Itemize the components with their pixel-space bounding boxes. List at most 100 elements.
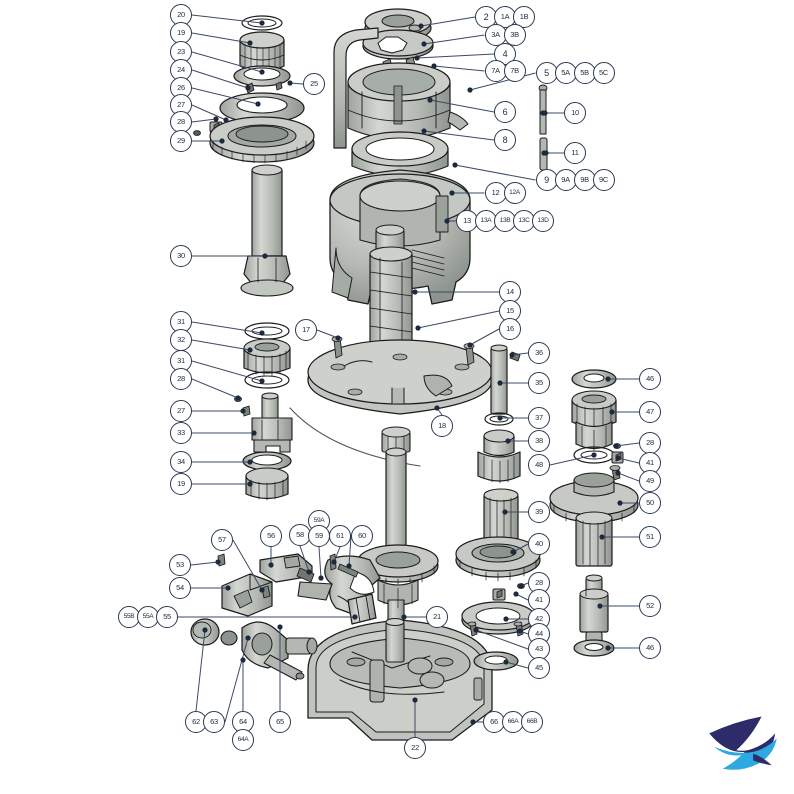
callout-badge-45[interactable]: 45 bbox=[528, 657, 550, 679]
callout-badge-54[interactable]: 54 bbox=[169, 577, 191, 599]
callout-badge-27[interactable]: 27 bbox=[170, 400, 192, 422]
callout-badge-5b[interactable]: 5B bbox=[573, 62, 596, 84]
callout-badge-52[interactable]: 52 bbox=[639, 595, 661, 617]
callout-badge-33[interactable]: 33 bbox=[170, 422, 192, 444]
callout-badge-3a[interactable]: 3A bbox=[484, 24, 507, 46]
callout-badge-5c[interactable]: 5C bbox=[592, 62, 615, 84]
callout-badge-32[interactable]: 32 bbox=[170, 329, 192, 351]
callout-badge-62[interactable]: 62 bbox=[185, 711, 207, 733]
leader-dot-c28c bbox=[518, 583, 524, 589]
callout-badge-17[interactable]: 17 bbox=[295, 319, 317, 341]
callout-badge-55b[interactable]: 55B bbox=[118, 606, 140, 628]
callout-badge-36[interactable]: 36 bbox=[528, 342, 550, 364]
leader-dot-c55 bbox=[352, 614, 358, 620]
callout-badge-59[interactable]: 59 bbox=[308, 525, 330, 547]
callout-badge-11[interactable]: 11 bbox=[564, 142, 586, 164]
leader-dot-c61 bbox=[331, 559, 337, 565]
leader-dot-c38 bbox=[505, 438, 511, 444]
leader-dot-c65 bbox=[277, 624, 283, 630]
leader-dot-c49 bbox=[615, 470, 621, 476]
callout-badge-66a[interactable]: 66A bbox=[502, 711, 524, 733]
leader-dot-c32 bbox=[247, 347, 253, 353]
callout-badge-25[interactable]: 25 bbox=[303, 73, 325, 95]
leader-line-c31a bbox=[191, 321, 263, 334]
leader-dot-c20 bbox=[259, 20, 265, 26]
callout-badge-41[interactable]: 41 bbox=[528, 589, 550, 611]
callout-badge-13d[interactable]: 13D bbox=[532, 210, 554, 232]
callout-badge-46[interactable]: 46 bbox=[639, 637, 661, 659]
callout-badge-53[interactable]: 53 bbox=[169, 554, 191, 576]
callout-badge-37[interactable]: 37 bbox=[528, 407, 550, 429]
leader-dot-c46b bbox=[605, 645, 611, 651]
leader-dot-c41b bbox=[615, 455, 621, 461]
leader-dot-c24 bbox=[245, 85, 251, 91]
leader-dot-c66 bbox=[470, 719, 476, 725]
callout-badge-21[interactable]: 21 bbox=[426, 606, 448, 628]
leader-dot-c15 bbox=[415, 325, 421, 331]
leader-dot-c19b bbox=[247, 481, 253, 487]
leader-dot-c57 bbox=[259, 587, 265, 593]
callout-badge-66b[interactable]: 66B bbox=[521, 711, 543, 733]
callout-badge-22[interactable]: 22 bbox=[404, 737, 426, 759]
callout-badge-48[interactable]: 48 bbox=[528, 454, 550, 476]
leader-dot-c56 bbox=[268, 562, 274, 568]
leader-line-c24 bbox=[191, 69, 249, 89]
callout-badge-3b[interactable]: 3B bbox=[503, 24, 526, 46]
leader-line-c31b bbox=[191, 360, 263, 382]
callout-badge-61[interactable]: 61 bbox=[329, 525, 351, 547]
callout-badge-39[interactable]: 39 bbox=[528, 501, 550, 523]
callout-badge-23[interactable]: 23 bbox=[170, 41, 192, 63]
leader-line-c28a bbox=[191, 118, 217, 123]
callout-badge-15[interactable]: 15 bbox=[499, 300, 521, 322]
callout-badge-57[interactable]: 57 bbox=[211, 529, 233, 551]
callout-badge-51[interactable]: 51 bbox=[639, 526, 661, 548]
callout-badge-6[interactable]: 6 bbox=[494, 101, 516, 123]
leader-line-c6 bbox=[429, 99, 495, 113]
callout-badge-49[interactable]: 49 bbox=[639, 470, 661, 492]
leader-dot-c46a bbox=[605, 376, 611, 382]
leader-line-c32 bbox=[191, 339, 251, 351]
leader-dot-c31b bbox=[259, 378, 265, 384]
callout-badge-50[interactable]: 50 bbox=[639, 492, 661, 514]
callout-badge-64a[interactable]: 64A bbox=[232, 729, 254, 751]
callout-badge-9c[interactable]: 9C bbox=[592, 169, 615, 191]
callout-badge-47[interactable]: 47 bbox=[639, 401, 661, 423]
callout-badge-34[interactable]: 34 bbox=[170, 451, 192, 473]
callout-badge-65[interactable]: 65 bbox=[269, 711, 291, 733]
leader-dot-c48 bbox=[591, 452, 597, 458]
callout-badge-60[interactable]: 60 bbox=[351, 525, 373, 547]
leader-line-c8 bbox=[423, 130, 495, 141]
callout-badge-63[interactable]: 63 bbox=[203, 711, 225, 733]
callout-badge-18[interactable]: 18 bbox=[431, 415, 453, 437]
callout-badge-12a[interactable]: 12A bbox=[503, 182, 526, 204]
callout-badge-55[interactable]: 55 bbox=[156, 606, 178, 628]
callout-badge-29[interactable]: 29 bbox=[170, 130, 192, 152]
callout-badge-31[interactable]: 31 bbox=[170, 311, 192, 333]
leader-line-c59 bbox=[318, 546, 322, 579]
callout-badge-7b[interactable]: 7B bbox=[503, 60, 526, 82]
leader-line-c36 bbox=[511, 352, 529, 356]
leader-dot-c50 bbox=[617, 500, 623, 506]
callout-badge-38[interactable]: 38 bbox=[528, 430, 550, 452]
callout-badge-16[interactable]: 16 bbox=[499, 318, 521, 340]
callout-badge-35[interactable]: 35 bbox=[528, 372, 550, 394]
leader-dot-c44 bbox=[517, 628, 523, 634]
leader-line-c19a bbox=[191, 32, 251, 44]
swallow-bird-logo bbox=[709, 716, 777, 770]
callout-badge-28[interactable]: 28 bbox=[170, 368, 192, 390]
callout-badge-56[interactable]: 56 bbox=[260, 525, 282, 547]
leader-dot-c31a bbox=[259, 330, 265, 336]
leader-dot-c28a bbox=[213, 116, 219, 122]
callout-badge-40[interactable]: 40 bbox=[528, 533, 550, 555]
callout-badge-28[interactable]: 28 bbox=[639, 432, 661, 454]
callout-badge-30[interactable]: 30 bbox=[170, 245, 192, 267]
leader-dot-c43 bbox=[473, 627, 479, 633]
callout-badge-1b[interactable]: 1B bbox=[513, 6, 535, 28]
callout-badge-46[interactable]: 46 bbox=[639, 368, 661, 390]
callout-badge-19[interactable]: 19 bbox=[170, 473, 192, 495]
callout-badge-10[interactable]: 10 bbox=[564, 102, 586, 124]
leader-line-c23 bbox=[191, 51, 263, 73]
callout-badge-8[interactable]: 8 bbox=[494, 129, 516, 151]
leader-line-c5 bbox=[469, 72, 536, 91]
